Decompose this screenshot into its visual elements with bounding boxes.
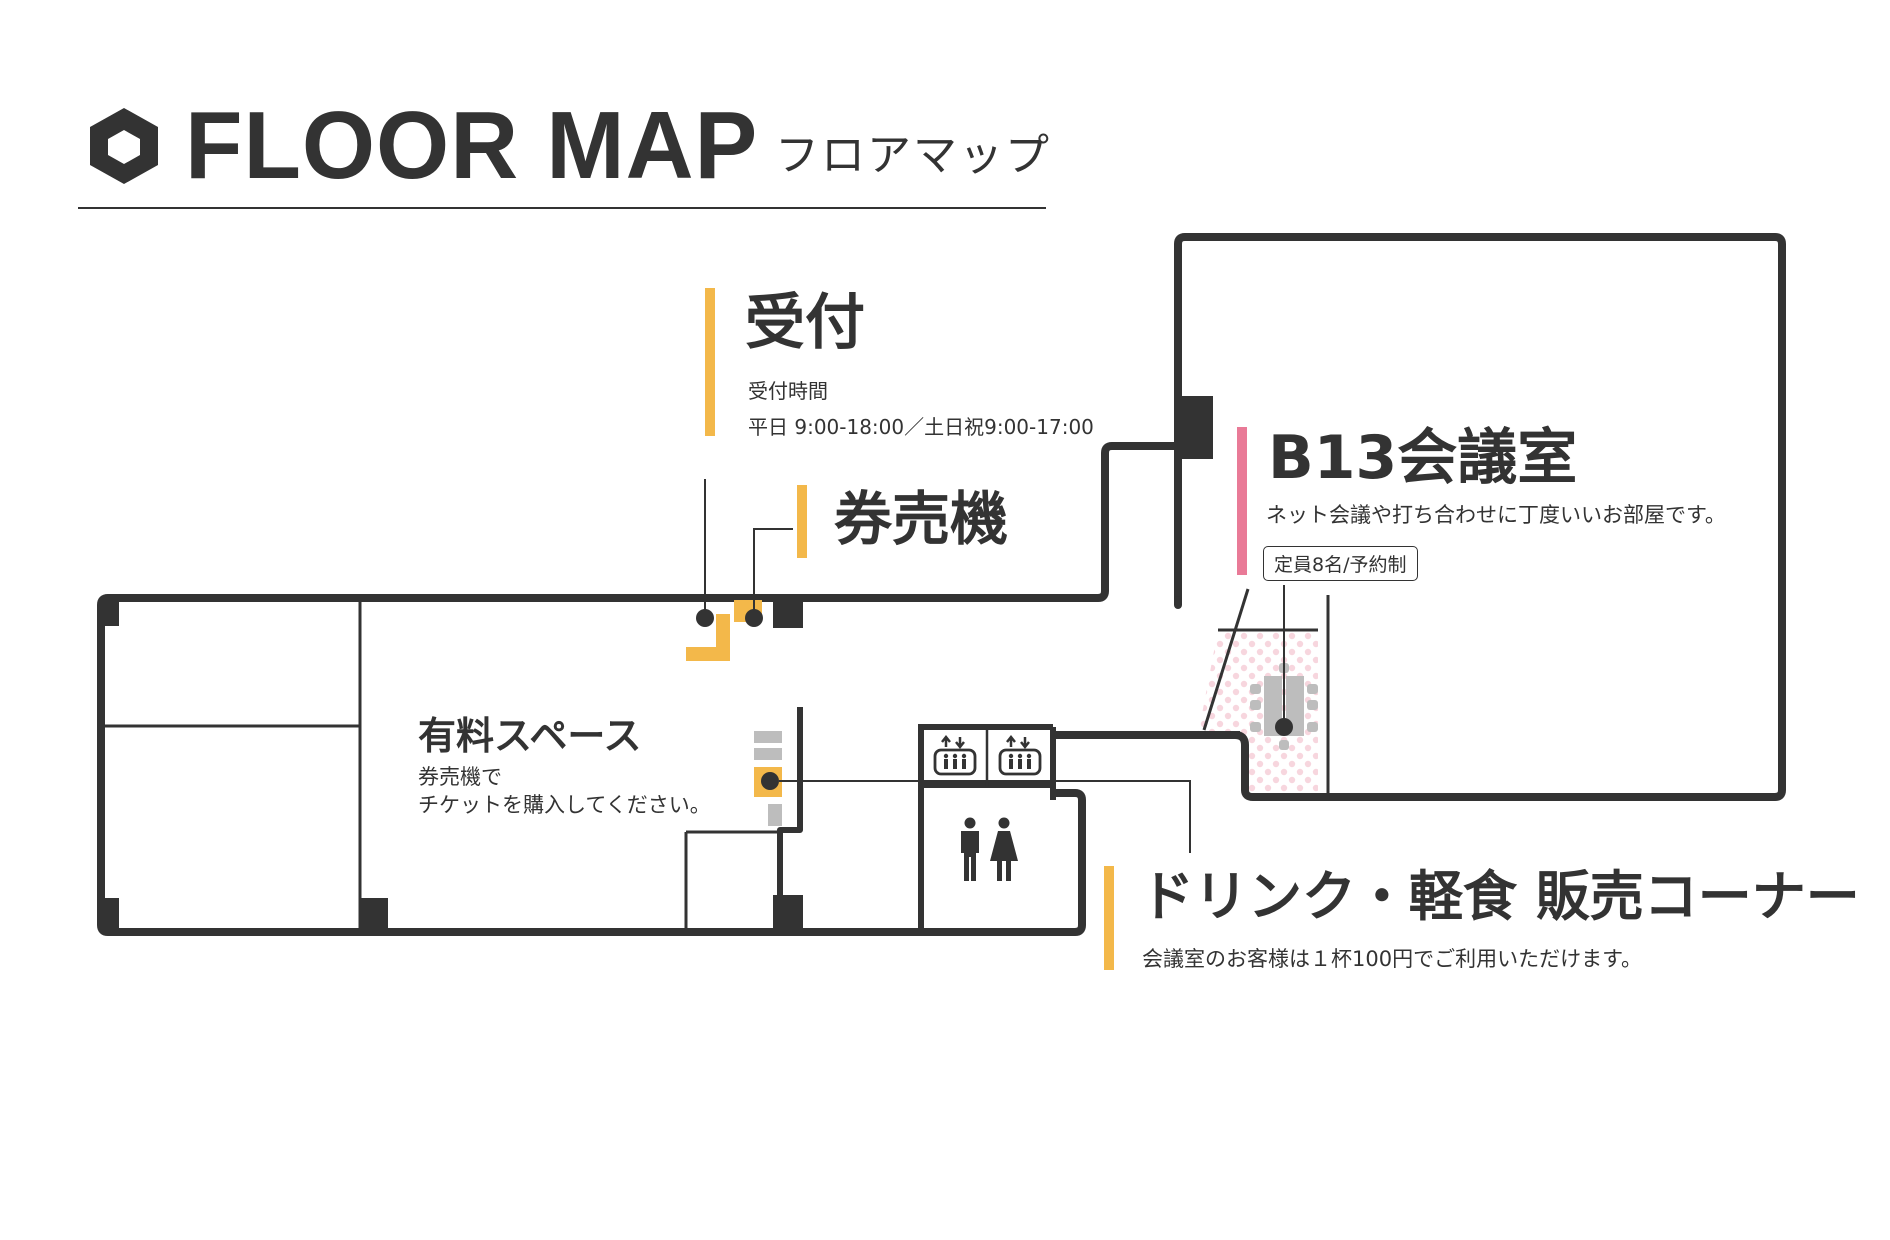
drink-corner-accent-bar [1104,866,1114,970]
pillar [1178,396,1213,459]
title-divider [78,207,1046,209]
reception-hours-label: 受付時間 [748,379,828,403]
meeting-room-accent-bar [1237,427,1247,575]
meeting-room-description: ネット会議や打ち合わせに丁度いいお部屋です。 [1266,503,1726,527]
page-subtitle: フロアマップ [775,130,1051,181]
meeting-room-title: B13会議室 [1268,423,1578,493]
main-building-wall [97,442,1178,936]
ticket-machine-title: 券売機 [834,485,1009,553]
reception-title: 受付 [745,288,865,358]
paid-space-line1: 券売機で [418,765,502,789]
elevator-icon [998,735,1042,776]
ticket-accent-bar [797,485,807,558]
paid-space-line2: チケットを購入してください。 [418,793,711,817]
capacity-badge: 定員8名/予約制 [1263,546,1418,581]
drink-corner-title: ドリンク・軽食 販売コーナー [1140,865,1860,928]
restroom-icon [961,817,1018,881]
reception-hours: 平日 9:00-18:00／土日祝9:00-17:00 [748,415,1094,439]
hexagon-icon [90,108,158,184]
b13-room-wall [1053,233,1786,801]
paid-space-title: 有料スペース [418,714,642,758]
reception-accent-bar [705,288,715,436]
drink-corner-description: 会議室のお客様は１杯100円でご利用いただけます。 [1142,947,1642,971]
elevator-icon [933,735,977,776]
page-title: FLOOR MAP [185,92,759,199]
